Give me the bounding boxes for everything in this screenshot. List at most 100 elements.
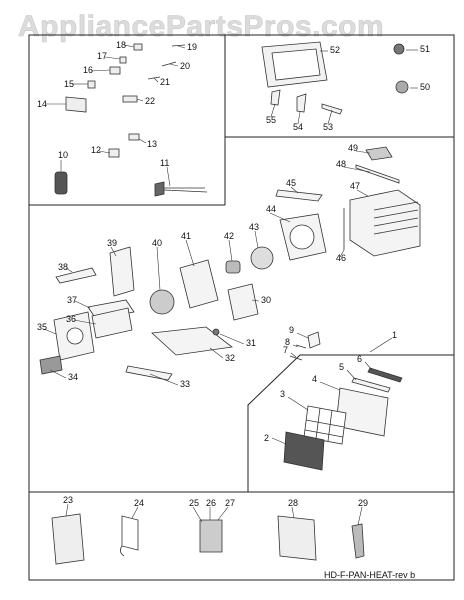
- part-label-53: 53: [323, 122, 333, 132]
- part-48-shape: [355, 164, 400, 184]
- leader-line-13: [138, 138, 147, 144]
- part-label-23: 23: [63, 495, 73, 505]
- leader-line-17: [104, 56, 121, 60]
- part-14-shape: [65, 96, 87, 113]
- leader-line-35: [43, 328, 57, 335]
- accessory-parts: [54, 43, 208, 197]
- leader-line-32: [209, 347, 224, 359]
- leader-line-42: [228, 239, 233, 262]
- part-label-29: 29: [358, 498, 368, 508]
- part-28-shape: [277, 515, 317, 561]
- part-53-shape: [321, 103, 343, 115]
- part-label-18: 18: [116, 40, 126, 50]
- leader-line-11: [166, 166, 171, 187]
- part-15-shape: [87, 80, 96, 89]
- outer-frame: [28, 34, 455, 581]
- part-label-47: 47: [350, 181, 360, 191]
- part-label-37: 37: [67, 295, 77, 305]
- part-10-shape: [54, 171, 68, 195]
- leader-line-43: [254, 230, 259, 249]
- part-label-4: 4: [312, 374, 317, 384]
- part-24-shape: [121, 515, 139, 551]
- part-13-shape: [128, 133, 140, 141]
- part-label-50: 50: [420, 82, 430, 92]
- part-label-19: 19: [187, 42, 197, 52]
- part-label-42: 42: [224, 231, 234, 241]
- leader-line-27: [217, 506, 229, 521]
- part-label-32: 32: [225, 353, 235, 363]
- part-19-shape: [171, 44, 186, 47]
- part-18-shape: [133, 43, 143, 51]
- part-42-shape: [225, 260, 241, 274]
- leader-line-12: [98, 150, 111, 154]
- leader-line-18: [123, 44, 135, 48]
- leader-line-21: [153, 77, 159, 83]
- part-label-40: 40: [152, 238, 162, 248]
- part-45-shape: [275, 189, 323, 202]
- part-16-shape: [109, 66, 121, 75]
- part-label-24: 24: [134, 498, 144, 508]
- part-label-6: 6: [357, 354, 362, 364]
- part-label-33: 33: [180, 379, 190, 389]
- leader-line-39: [110, 246, 117, 257]
- part-label-55: 55: [266, 115, 276, 125]
- leader-line-45: [290, 186, 299, 194]
- part-label-22: 22: [145, 96, 155, 106]
- leader-line-5: [346, 369, 357, 381]
- part-label-25: 25: [189, 498, 199, 508]
- leader-line-41: [185, 239, 195, 267]
- part-17-shape: [119, 56, 127, 64]
- part-3-shape: [303, 405, 347, 445]
- part-34-shape: [39, 355, 63, 375]
- part-label-54: 54: [293, 122, 303, 132]
- part-label-10: 10: [58, 150, 68, 160]
- leader-line-4: [319, 381, 341, 391]
- part-label-38: 38: [58, 262, 68, 272]
- part-55-shape: [270, 89, 281, 106]
- part-12-shape: [108, 148, 120, 158]
- part-7-shape: [289, 355, 303, 361]
- part-5-shape: [351, 377, 391, 393]
- leader-line-46: [339, 249, 345, 258]
- leader-line-34: [49, 369, 67, 379]
- part-label-27: 27: [225, 498, 235, 508]
- part-label-14: 14: [37, 99, 47, 109]
- part-label-43: 43: [249, 222, 259, 232]
- leader-line-16: [90, 69, 111, 72]
- part-label-45: 45: [286, 178, 296, 188]
- leader-line-6: [364, 361, 373, 371]
- part-9-shape: [307, 331, 321, 349]
- leader-line-53: [327, 109, 333, 125]
- diagram-reference: HD-F-PAN-HEAT-rev b: [324, 570, 416, 580]
- part-49-shape: [365, 146, 393, 161]
- divider-right-inset: [247, 354, 454, 492]
- leader-line-55: [270, 103, 276, 118]
- leader-line-7: [290, 352, 297, 358]
- part-label-41: 41: [181, 231, 191, 241]
- part-label-8: 8: [285, 337, 290, 347]
- part-39-shape: [109, 246, 135, 297]
- part-38-shape: [55, 267, 97, 284]
- part-label-49: 49: [348, 143, 358, 153]
- part-label-1: 1: [392, 330, 397, 340]
- part-label-52: 52: [330, 45, 340, 55]
- part-label-44: 44: [266, 204, 276, 214]
- part-6-shape: [367, 367, 403, 383]
- leader-line-48: [343, 166, 371, 173]
- part-label-12: 12: [91, 145, 101, 155]
- leader-line-31: [219, 333, 245, 345]
- leader-line-30: [251, 299, 260, 302]
- part-23-shape: [51, 513, 85, 565]
- leader-line-28: [291, 506, 295, 519]
- part-30-shape: [227, 283, 259, 321]
- top-right-parts: [261, 41, 409, 115]
- leader-line-44: [269, 212, 291, 223]
- leader-line-33: [149, 373, 179, 386]
- leader-line-49: [355, 150, 371, 154]
- part-47-shape: [349, 189, 421, 257]
- part-54-shape: [296, 93, 307, 113]
- leader-line-38: [65, 267, 73, 273]
- part-40-shape: [149, 289, 175, 315]
- part-11-cord: [163, 187, 208, 193]
